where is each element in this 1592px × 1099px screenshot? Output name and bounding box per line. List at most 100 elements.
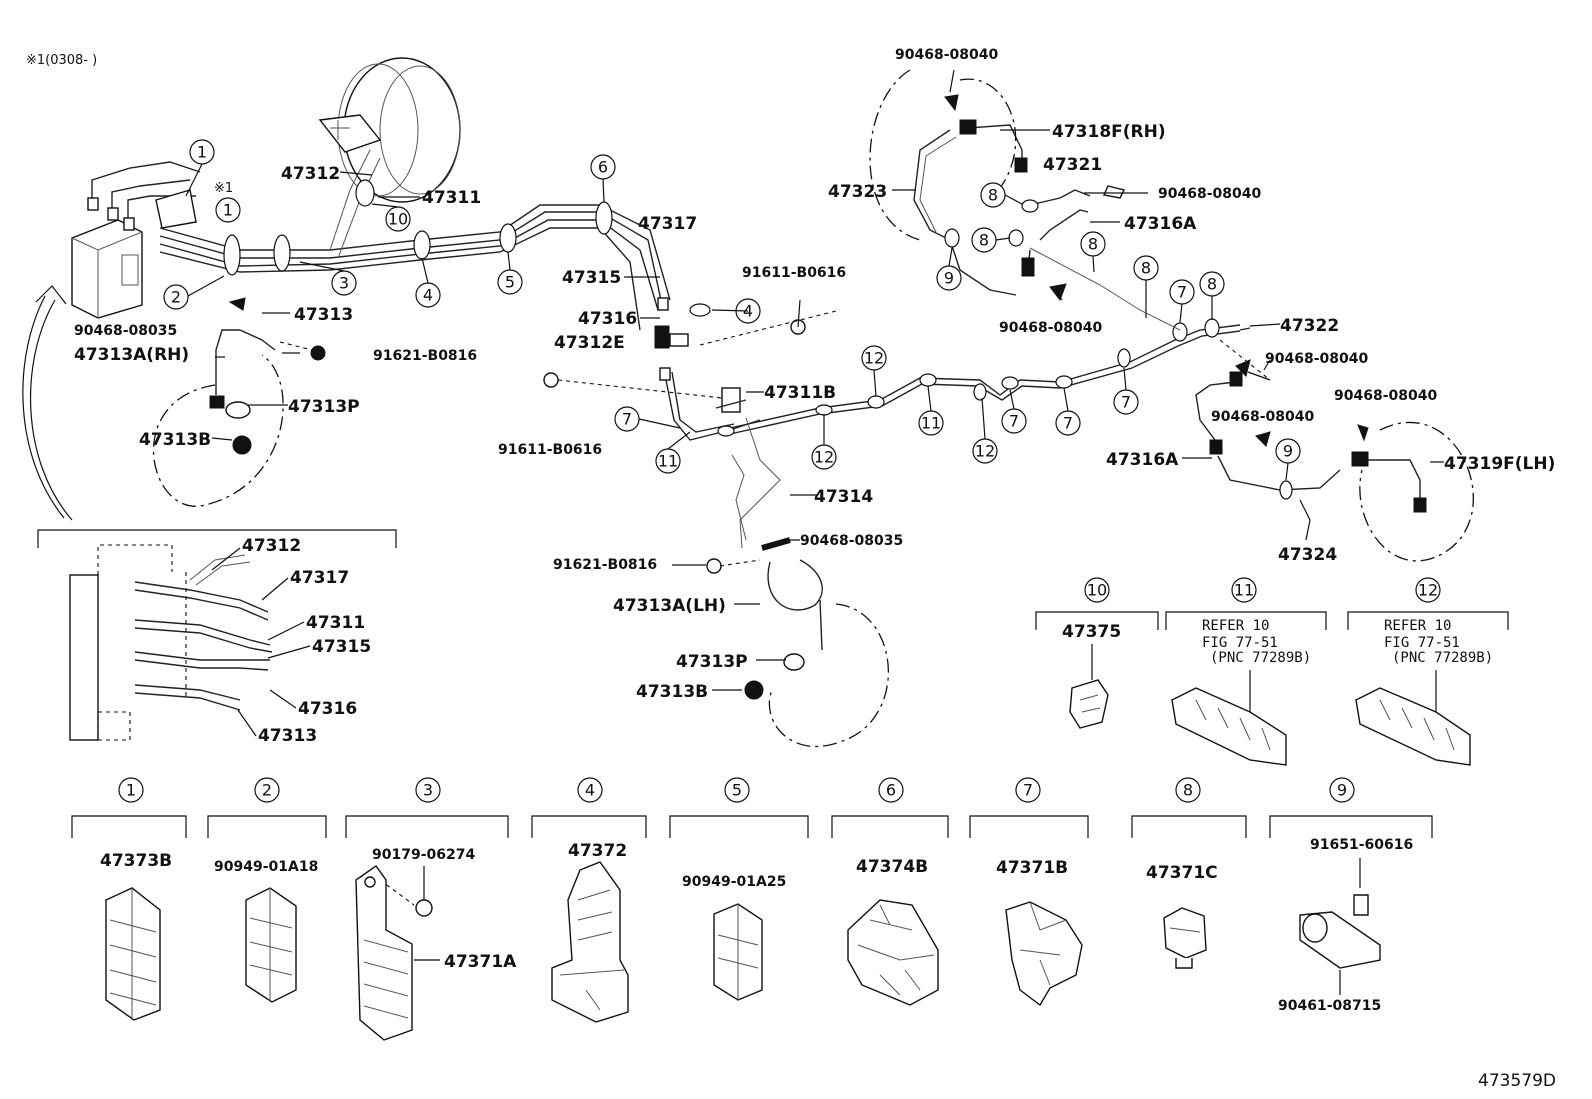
- label-47323: 47323: [828, 182, 887, 202]
- svg-text:7: 7: [1063, 414, 1073, 433]
- svg-text:10: 10: [388, 210, 408, 229]
- callout-11a: 11: [655, 448, 681, 474]
- svg-text:8: 8: [979, 231, 989, 250]
- callout-8c: 8: [1080, 231, 1106, 257]
- label-91621-b0816-mid: 91621-B0816: [553, 557, 657, 573]
- label-47324: 47324: [1278, 545, 1337, 565]
- label-90468-08040-top: 90468-08040: [895, 47, 998, 63]
- label-47321: 47321: [1043, 155, 1102, 175]
- note-marker: ※1: [214, 181, 233, 196]
- callout-10a: 10: [385, 206, 411, 232]
- svg-text:8: 8: [1141, 259, 1151, 278]
- drawing-code: 473579D: [1478, 1071, 1556, 1091]
- callout-9a: 9: [936, 265, 962, 291]
- svg-text:3: 3: [339, 274, 349, 293]
- legend-item-11: 11 REFER 10 FIG 77-51 (PNC 77289B): [1165, 577, 1327, 766]
- label-90468-08040-r1: 90468-08040: [1158, 186, 1261, 202]
- label-91611-b0616-top: 91611-B0616: [742, 265, 846, 281]
- callout-4a: 4: [415, 282, 441, 308]
- svg-text:90179-06274: 90179-06274: [372, 847, 475, 863]
- svg-text:4: 4: [423, 286, 433, 305]
- middle-connectors: [543, 297, 841, 441]
- callout-8d: 8: [1133, 255, 1159, 281]
- bundle-clamps: [223, 179, 711, 317]
- callout-7c: 7: [1055, 410, 1081, 436]
- callout-6a: 6: [590, 154, 616, 180]
- rear-right-hose: [869, 69, 1181, 331]
- legend-row-top: 10 47375 11 REFER 10 FIG 77-51 (PNC 7728…: [1035, 577, 1509, 766]
- label-47316a-bottom: 47316A: [1106, 450, 1179, 470]
- svg-text:(PNC 77289B): (PNC 77289B): [1392, 650, 1493, 666]
- svg-text:12: 12: [864, 349, 884, 368]
- label-90468-08035-mid: 90468-08035: [800, 533, 903, 549]
- label-91611-b0616-bottom: 91611-B0616: [498, 442, 602, 458]
- label-47313: 47313: [294, 305, 353, 325]
- svg-text:2: 2: [262, 781, 272, 800]
- svg-text:REFER 10: REFER 10: [1384, 618, 1451, 634]
- legend-item-9: 9 91651-60616 90461-08715: [1269, 777, 1433, 1014]
- svg-text:90949-01A18: 90949-01A18: [214, 859, 318, 875]
- revision-note: ※1(0308- ): [26, 53, 97, 68]
- svg-text:12: 12: [1418, 581, 1438, 600]
- legend-item-4: 4 47372: [531, 777, 647, 1023]
- callout-8b: 8: [971, 227, 997, 253]
- svg-text:47371C: 47371C: [1146, 863, 1218, 883]
- legend-item-8: 8 47371C: [1131, 777, 1247, 969]
- svg-text:6: 6: [598, 158, 608, 177]
- svg-text:8: 8: [1207, 275, 1217, 294]
- svg-text:1: 1: [197, 143, 207, 162]
- inset-label-47317: 47317: [290, 568, 349, 588]
- svg-text:91651-60616: 91651-60616: [1310, 837, 1413, 853]
- inset-label-47313: 47313: [258, 726, 317, 746]
- legend-item-1: 1 47373B: [71, 777, 187, 1021]
- label-47313p-mid: 47313P: [676, 652, 748, 672]
- svg-text:6: 6: [886, 781, 896, 800]
- callout-7e: 7: [1169, 279, 1195, 305]
- inset-detail: [37, 529, 397, 741]
- svg-text:8: 8: [1183, 781, 1193, 800]
- callout-5a: 5: [497, 269, 523, 295]
- svg-text:4: 4: [585, 781, 595, 800]
- legend-row-bottom: 1 47373B 2 90949-01A18 3 90179-06274 473…: [71, 777, 1433, 1041]
- label-47322: 47322: [1280, 316, 1339, 336]
- detail-arrow: [22, 285, 73, 521]
- abs-actuator-box: [71, 219, 143, 319]
- label-90468-08040-r2: 90468-08040: [1265, 351, 1368, 367]
- svg-text:11: 11: [658, 452, 678, 471]
- svg-text:7: 7: [1009, 412, 1019, 431]
- svg-text:FIG 77-51: FIG 77-51: [1384, 635, 1460, 651]
- inset-label-47311: 47311: [306, 613, 365, 633]
- label-47311: 47311: [422, 188, 481, 208]
- label-47312: 47312: [281, 164, 340, 184]
- svg-text:5: 5: [505, 273, 515, 292]
- label-47313a-rh: 47313A(RH): [74, 345, 189, 365]
- label-47317: 47317: [638, 214, 697, 234]
- inset-label-47312: 47312: [242, 536, 301, 556]
- label-90468-08040-r4: 90468-08040: [1211, 409, 1314, 425]
- label-47312e: 47312E: [554, 333, 625, 353]
- svg-text:47371A: 47371A: [444, 952, 517, 972]
- callout-8a: 8: [980, 182, 1006, 208]
- svg-text:47374B: 47374B: [856, 857, 928, 877]
- label-47314: 47314: [814, 487, 873, 507]
- svg-text:7: 7: [622, 410, 632, 429]
- inset-label-47315: 47315: [312, 637, 371, 657]
- callout-9b: 9: [1275, 438, 1301, 464]
- svg-text:7: 7: [1177, 283, 1187, 302]
- inset-label-47316: 47316: [298, 699, 357, 719]
- svg-text:1: 1: [223, 201, 233, 220]
- label-47316a-top: 47316A: [1124, 214, 1197, 234]
- svg-text:47372: 47372: [568, 841, 627, 861]
- label-47316: 47316: [578, 309, 637, 329]
- label-90468-08040-mid: 90468-08040: [999, 320, 1102, 336]
- svg-text:FIG 77-51: FIG 77-51: [1202, 635, 1278, 651]
- svg-text:5: 5: [732, 781, 742, 800]
- label-47313b-mid: 47313B: [636, 682, 708, 702]
- legend-item-10: 10 47375: [1035, 577, 1159, 729]
- label-47311b: 47311B: [764, 383, 836, 403]
- leader-lines: [211, 69, 1444, 691]
- legend-item-6: 6 47374B: [831, 777, 949, 1006]
- label-47318f-rh: 47318F(RH): [1052, 122, 1166, 142]
- callout-3: 3: [331, 270, 357, 296]
- svg-text:47371B: 47371B: [996, 858, 1068, 878]
